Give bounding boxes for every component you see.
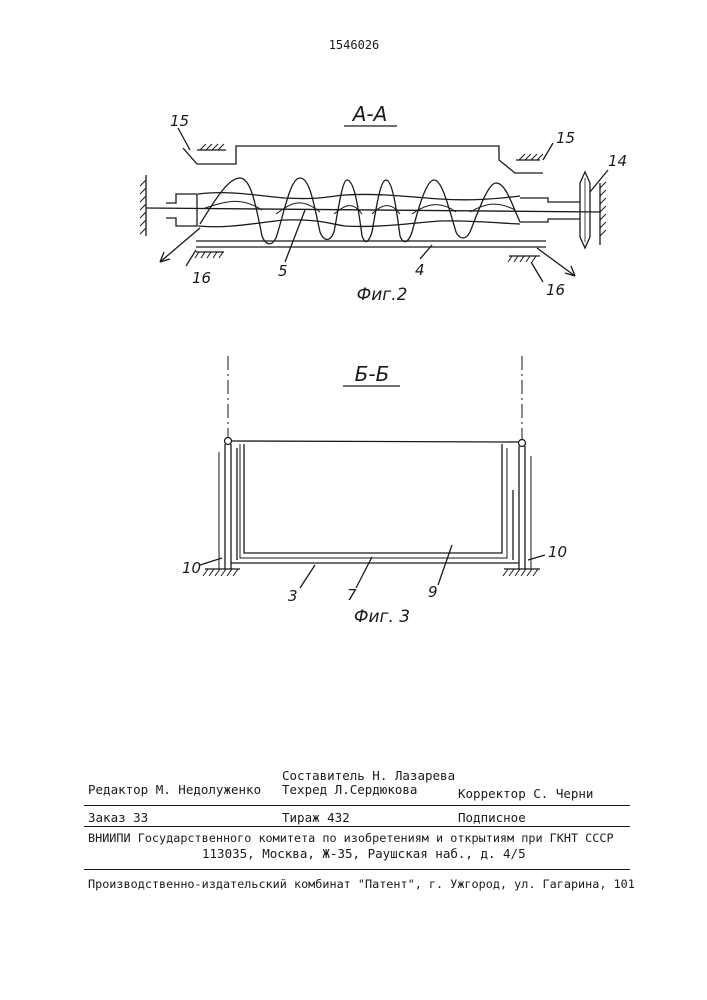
fig2-leader-16-right [531,262,543,282]
fig3-label-10-right: 10 [548,543,567,561]
fig3-caption: Фиг. 3 [354,607,410,627]
fig2-trough-support-left-hatch [195,252,223,258]
fig3-label-3: 3 [288,587,298,605]
colophon-rule-1 [84,805,630,806]
fig2-shaft [146,208,600,212]
colophon-order: Заказ 33 [88,811,148,825]
colophon-rule-2 [84,826,630,827]
colophon-printer: Производственно-издательский комбинат "П… [88,877,635,891]
patent-number: 1546026 [329,38,380,52]
fig2-screw-flights-back [205,201,515,214]
fig3-container [244,444,502,553]
fig2-label-14: 14 [608,152,627,170]
fig2-trough-support-right-hatch [508,256,536,262]
fig2-arrow-left [160,228,200,262]
figure-2: А-А [140,102,627,305]
fig2-section-label: А-А [351,102,388,126]
colophon-circulation: Тираж 432 [282,811,350,825]
fig3-label-7: 7 [347,586,357,604]
colophon-institute: ВНИИПИ Государственного комитета по изоб… [88,831,614,845]
fig3-label-9: 9 [428,583,438,601]
fig2-label-15-left: 15 [170,112,189,130]
fig3-label-10-left: 10 [182,559,201,577]
colophon-techeditor: Техред Л.Сердюкова [282,783,417,797]
fig2-wall-left-hatch [140,180,146,234]
fig3-leader-7 [356,557,372,588]
fig2-leader-5 [285,210,305,262]
fig2-caption: Фиг.2 [357,285,408,305]
fig2-housing-top [183,146,543,173]
fig2-leader-15-left [178,128,190,150]
colophon-corrector: Корректор С. Черни [458,787,593,801]
fig2-label-16-left: 16 [192,269,211,287]
fig3-leader-9 [438,545,452,585]
colophon-rule-3 [84,869,630,870]
colophon-subscription: Подписное [458,811,526,825]
fig3-ground-left-hatch [203,569,238,576]
colophon-editor: Редактор М. Недолуженко [88,783,261,797]
fig2-right-bearing [520,198,580,222]
fig3-pivot-left [225,438,232,445]
fig2-leader-16-left [186,250,196,266]
fig3-frame-top [231,441,519,442]
fig3-leader-3 [300,565,315,588]
fig2-leader-15-right [543,143,553,160]
fig2-label-5: 5 [278,262,288,280]
figure-3: Б-Б 10 [182,356,567,627]
fig3-container-inner [240,444,507,558]
fig2-label-15-right: 15 [556,129,575,147]
fig2-label-16-right: 16 [546,281,565,299]
colophon-compiler: Составитель Н. Лазарева [282,769,455,783]
fig3-section-label: Б-Б [355,362,390,386]
fig2-left-bearing [166,194,197,226]
colophon-address: 113035, Москва, Ж-35, Раушская наб., д. … [202,847,526,861]
fig3-pivot-right [519,440,526,447]
fig2-support-left-hatch [200,144,224,150]
fig2-support-right-hatch [519,154,543,160]
fig2-label-4: 4 [415,261,425,279]
fig2-wall-right-hatch [600,182,606,236]
fig2-leader-14 [590,170,608,192]
fig3-ground-right-hatch [503,569,538,576]
fig2-arrow-right [537,248,575,276]
